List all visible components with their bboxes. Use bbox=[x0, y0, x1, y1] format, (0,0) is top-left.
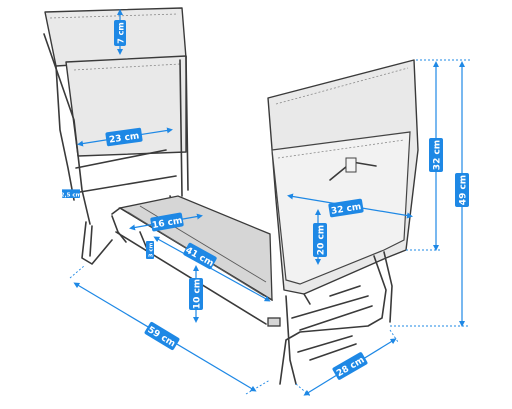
right-leg-frame bbox=[267, 251, 393, 385]
label-total-height: 49 cm bbox=[455, 173, 469, 207]
svg-text:3 cm: 3 cm bbox=[149, 242, 155, 257]
svg-text:10 cm: 10 cm bbox=[193, 279, 203, 309]
label-strap-width: 7 cm bbox=[114, 20, 126, 46]
label-bag-width: 32 cm bbox=[328, 198, 364, 218]
svg-text:49 cm: 49 cm bbox=[459, 175, 469, 205]
label-leg-height: 3 cm bbox=[146, 241, 155, 259]
svg-text:23 cm: 23 cm bbox=[108, 131, 139, 145]
label-pad-width: 16 cm bbox=[150, 212, 184, 232]
label-bag-height: 32 cm bbox=[429, 138, 443, 172]
right-tool-bag bbox=[267, 59, 419, 305]
label-backrest-width: 23 cm bbox=[105, 127, 143, 147]
svg-text:32 cm: 32 cm bbox=[330, 202, 362, 217]
label-pocket-height: 20 cm bbox=[313, 223, 327, 257]
label-total-length: 59 cm bbox=[144, 321, 180, 351]
left-leg-frame bbox=[81, 215, 151, 265]
label-tube-diameter: 2,5 cm bbox=[61, 190, 82, 199]
svg-text:7 cm: 7 cm bbox=[117, 22, 126, 43]
svg-text:32 cm: 32 cm bbox=[433, 140, 443, 170]
label-depth: 28 cm bbox=[332, 352, 368, 380]
svg-text:2,5 cm: 2,5 cm bbox=[61, 193, 82, 199]
label-frame-height: 10 cm bbox=[189, 278, 203, 310]
svg-text:20 cm: 20 cm bbox=[317, 225, 327, 255]
